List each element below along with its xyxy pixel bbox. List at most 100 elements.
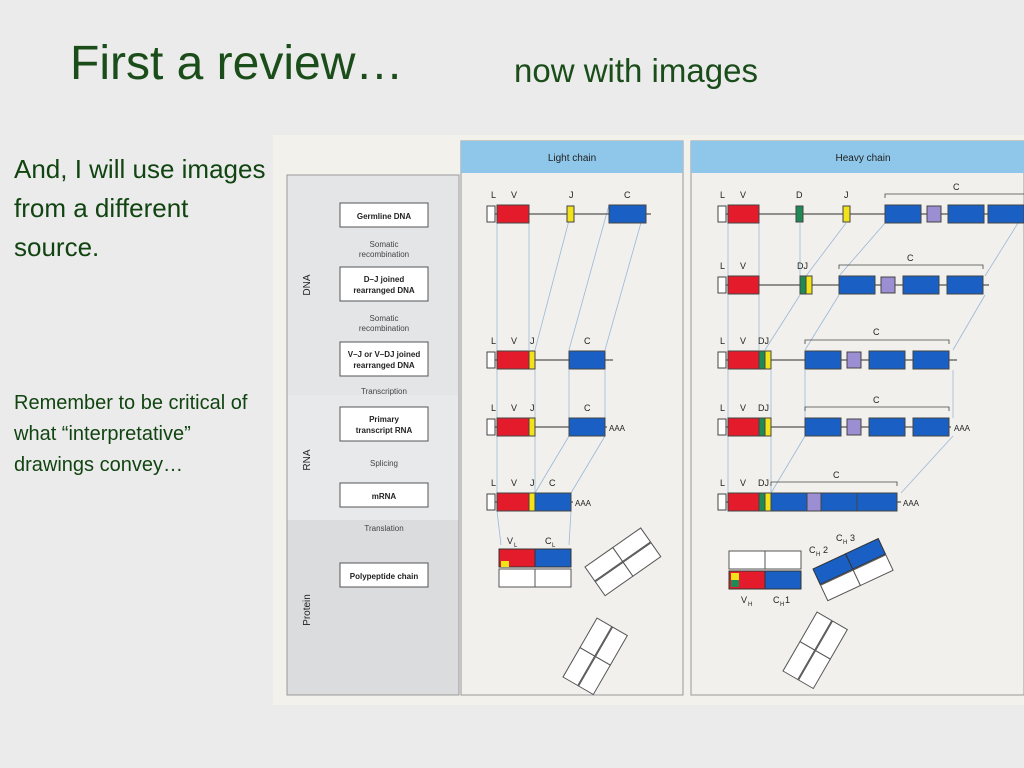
light-C-label4: C	[584, 403, 591, 413]
light-C-label5: C	[549, 478, 556, 488]
heavy-V-label3: V	[740, 336, 746, 346]
light-header	[461, 141, 683, 173]
dj-text-a: D–J joined	[364, 275, 405, 284]
heavy-C2-pri	[868, 417, 906, 437]
dj-text-b: rearranged DNA	[353, 286, 415, 295]
cl-label: C	[545, 536, 552, 546]
heavy-L-label3: L	[720, 336, 725, 346]
ch1-label: C	[773, 595, 780, 605]
heavy-C-label1: C	[953, 182, 960, 192]
rna-label: RNA	[302, 449, 313, 470]
heavy-C-bracket2	[838, 264, 984, 269]
light-J-label4: J	[530, 403, 535, 413]
ch3-num: 3	[850, 533, 855, 543]
heavy-J-mrna	[764, 492, 772, 512]
light-cl-domain	[534, 548, 572, 568]
ch1-num: 1	[785, 595, 790, 605]
heavy-J-pri	[764, 417, 772, 437]
light-j-bit	[501, 561, 509, 567]
light-V-germ	[496, 204, 530, 224]
heavy-C3-pri	[912, 417, 950, 437]
heavy-C2-dj	[902, 275, 940, 295]
polypeptide-text: Polypeptide chain	[350, 572, 419, 581]
light-L-label3: L	[491, 336, 496, 346]
primary-text-b: transcript RNA	[356, 426, 413, 435]
heavy-V-mrna	[727, 492, 760, 512]
heavy-L-mrna	[717, 493, 727, 511]
heavy-d-bit	[731, 580, 739, 587]
dj-box	[339, 266, 429, 302]
light-L-mrna	[486, 493, 496, 511]
slide-title: First a review…	[70, 37, 404, 90]
heavy-C1-mrna	[770, 492, 808, 512]
heavy-L-dj	[717, 276, 727, 294]
heavy-light-partner-1	[728, 550, 766, 570]
heavy-J-label1: J	[844, 190, 849, 200]
heavy-chain-header: Heavy chain	[835, 153, 890, 164]
heavy-fc-arm	[812, 537, 894, 602]
somatic1-b: recombination	[359, 250, 409, 259]
heavy-J-vdj	[764, 350, 772, 370]
light-V-vj	[496, 350, 530, 370]
remember-text: Remember to be critical of what “interpr…	[14, 392, 248, 476]
light-J-label1: J	[569, 190, 574, 200]
heavy-C2-germ	[947, 204, 985, 224]
primary-text-a: Primary	[369, 415, 399, 424]
heavy-D-mrna	[758, 492, 766, 512]
protein-band	[287, 520, 459, 695]
ch3-sub: H	[843, 540, 847, 546]
heavy-DJ-label4: DJ	[758, 403, 769, 413]
light-J-label5: J	[530, 478, 535, 488]
heavy-C1-vdj	[804, 350, 842, 370]
heavy-V-dj	[727, 275, 760, 295]
heavy-hinge-dj	[880, 276, 896, 294]
heavy-D-dj	[799, 275, 807, 295]
light-partner-1	[498, 568, 536, 588]
vh-label: V	[741, 595, 747, 605]
splicing-text: Splicing	[370, 459, 398, 468]
primary-box	[339, 406, 429, 442]
light-antibody-arm	[584, 527, 662, 597]
ch1-sub: H	[780, 602, 784, 608]
heavy-V-label1: V	[740, 190, 746, 200]
heavy-C-bracket3	[804, 339, 950, 344]
heavy-C-label5: C	[833, 470, 840, 480]
heavy-L-pri	[717, 418, 727, 436]
light-chain-header: Light chain	[548, 153, 596, 164]
light-L-pri	[486, 418, 496, 436]
heavy-header	[691, 141, 1024, 173]
heavy-C3-dj	[946, 275, 984, 295]
flow-panel	[286, 174, 460, 696]
vl-label: V	[507, 536, 513, 546]
light-L-vj	[486, 351, 496, 369]
ch3-label: C	[836, 533, 843, 543]
heavy-D-pri	[758, 417, 766, 437]
light-C-label1: C	[624, 190, 631, 200]
light-J-label3: J	[530, 336, 535, 346]
translation-text: Translation	[364, 524, 403, 533]
protein-label: Protein	[302, 594, 313, 626]
mrna-box	[339, 482, 429, 508]
slide-subtitle: now with images	[514, 52, 758, 89]
light-V-pri	[496, 417, 530, 437]
light-C-label3: C	[584, 336, 591, 346]
vj-text-a: V–J or V–DJ joined	[348, 350, 421, 359]
mrna-text: mRNA	[372, 492, 397, 501]
heavy-C3-vdj	[912, 350, 950, 370]
somatic2-a: Somatic	[370, 314, 399, 323]
light-J-germ	[566, 205, 575, 223]
vj-box	[339, 341, 429, 377]
light-C-germ	[608, 204, 647, 224]
heavy-hinge-pri	[846, 418, 862, 436]
heavy-C2-vdj	[868, 350, 906, 370]
heavy-aaa-pri: AAA	[954, 424, 971, 433]
heavy-DJ-label5: DJ	[758, 478, 769, 488]
heavy-C1-dj	[838, 275, 876, 295]
light-V-label1: V	[511, 190, 517, 200]
heavy-C1-pri	[804, 417, 842, 437]
germline-box	[339, 202, 429, 228]
heavy-L-label5: L	[720, 478, 725, 488]
ch2-num: 2	[823, 545, 828, 555]
light-C-mrna	[534, 492, 572, 512]
vl-sub: L	[514, 543, 518, 549]
